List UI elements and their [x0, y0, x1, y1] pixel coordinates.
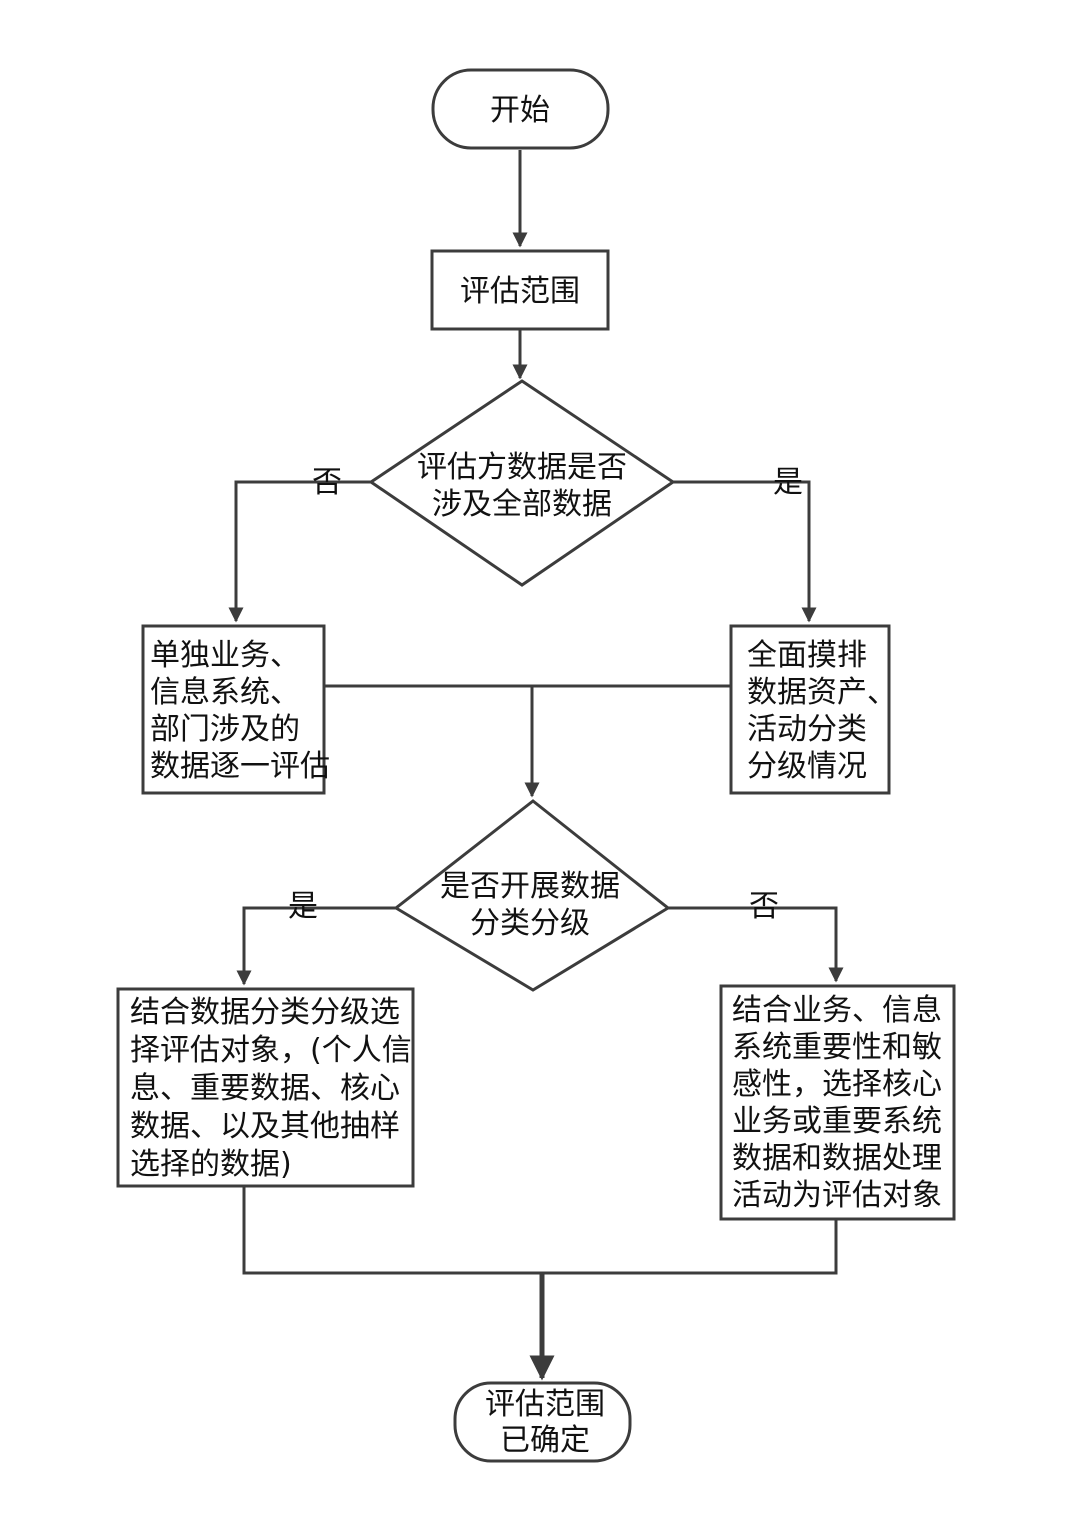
connector-decision2-yes-branch	[236, 906, 396, 986]
full-survey-line: 全面摸排	[747, 638, 867, 673]
decision-classification-node: 是否开展数据分类分级	[393, 799, 671, 992]
decision-all-data-line: 评估方数据是否	[417, 450, 627, 485]
decision2-yes-label: 是	[288, 889, 318, 924]
full-survey-line: 活动分类	[747, 712, 867, 747]
scope-node-text: 评估范围	[460, 274, 580, 309]
full-survey-line: 数据资产、	[747, 675, 897, 710]
select-by-classification-node: 结合数据分类分级选择评估对象，(个人信息、重要数据、核心数据、以及其他抽样选择的…	[116, 987, 415, 1188]
select-by-classification-line: 选择的数据)	[130, 1147, 292, 1182]
individual-assess-text: 单独业务、信息系统、部门涉及的数据逐一评估	[150, 638, 330, 784]
full-survey-node: 全面摸排数据资产、活动分类分级情况	[729, 624, 897, 795]
individual-assess-node: 单独业务、信息系统、部门涉及的数据逐一评估	[141, 624, 330, 795]
individual-assess-line: 单独业务、	[150, 638, 300, 673]
select-by-importance-line: 业务或重要系统	[732, 1104, 942, 1139]
end-line: 已确定	[500, 1423, 590, 1458]
decision-all-data-node: 评估方数据是否涉及全部数据	[368, 379, 676, 587]
start-line: 开始	[490, 93, 550, 128]
select-by-classification-line: 结合数据分类分级选	[130, 995, 400, 1030]
individual-assess-line: 信息系统、	[150, 675, 300, 710]
select-by-classification-line: 择评估对象，(个人信	[130, 1033, 412, 1068]
select-by-importance-text: 结合业务、信息系统重要性和敏感性，选择核心业务或重要系统数据和数据处理活动为评估…	[732, 993, 942, 1213]
select-by-classification-text: 结合数据分类分级选择评估对象，(个人信息、重要数据、核心数据、以及其他抽样选择的…	[130, 995, 412, 1182]
end-node: 评估范围已确定	[453, 1381, 632, 1463]
select-by-classification-line: 息、重要数据、核心	[130, 1071, 400, 1106]
select-by-importance-line: 结合业务、信息	[732, 993, 942, 1028]
select-by-importance-line: 活动为评估对象	[732, 1178, 942, 1213]
select-by-classification-line: 数据、以及其他抽样	[130, 1109, 400, 1144]
decision-classification-text: 是否开展数据分类分级	[440, 869, 620, 941]
connectors	[228, 150, 844, 1381]
decision-all-data-line: 涉及全部数据	[432, 487, 612, 522]
connector-decision1-yes-branch	[673, 480, 817, 623]
scope-line: 评估范围	[460, 274, 580, 309]
connector-decision2-no-branch	[668, 906, 844, 983]
full-survey-text: 全面摸排数据资产、活动分类分级情况	[747, 638, 897, 784]
select-by-importance-line: 数据和数据处理	[732, 1141, 942, 1176]
end-node-text: 评估范围已确定	[485, 1387, 605, 1458]
select-by-importance-line: 感性，选择核心	[732, 1067, 942, 1102]
scope-node: 评估范围	[430, 249, 610, 331]
full-survey-line: 分级情况	[747, 749, 867, 784]
decision-all-data-text: 评估方数据是否涉及全部数据	[417, 450, 627, 522]
individual-assess-line: 部门涉及的	[150, 712, 300, 747]
start-node-text: 开始	[490, 93, 550, 128]
decision-classification-line: 是否开展数据	[440, 869, 620, 904]
individual-assess-line: 数据逐一评估	[150, 749, 330, 784]
end-line: 评估范围	[485, 1387, 605, 1422]
decision-classification-line: 分类分级	[470, 906, 590, 941]
select-by-importance-line: 系统重要性和敏	[732, 1030, 942, 1065]
decision2-no-label: 否	[749, 889, 779, 924]
decision1-yes-label: 是	[773, 465, 803, 500]
select-by-importance-node: 结合业务、信息系统重要性和敏感性，选择核心业务或重要系统数据和数据处理活动为评估…	[719, 984, 956, 1221]
start-node: 开始	[431, 68, 610, 150]
decision1-no-label: 否	[312, 465, 342, 500]
connector-decision1-no-branch	[228, 480, 371, 623]
